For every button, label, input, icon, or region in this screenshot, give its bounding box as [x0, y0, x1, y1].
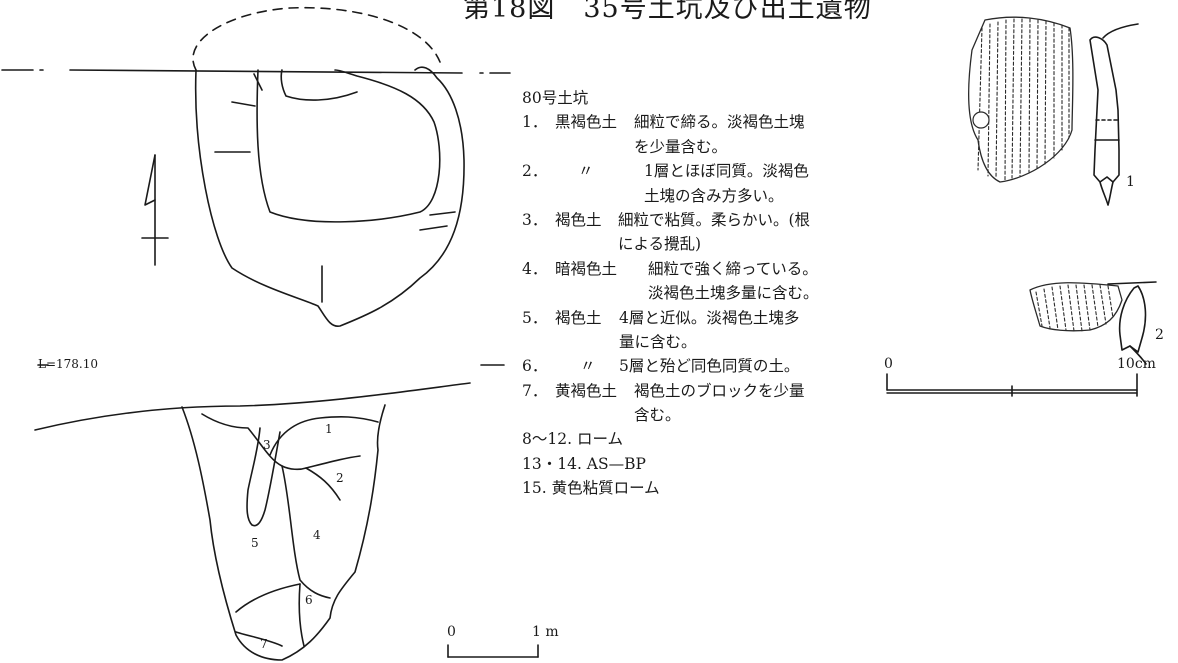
entry-soil: 暗褐色土 [555, 259, 618, 278]
north-arrow-icon [141, 154, 169, 266]
entry-description: 細粒で強く締っている。 [648, 259, 818, 278]
legend-entry: 3． 褐色土 細粒で粘質。柔らかい。(根 [522, 208, 810, 232]
entry-number: 4． [522, 259, 548, 278]
entry-description: 細粒で粘質。柔らかい。(根 [618, 210, 811, 229]
legend-entry: 7． 黄褐色土 褐色土のブロックを少量 [522, 379, 805, 403]
entry-soil: 黄褐色土 [555, 381, 618, 400]
artifact-scale-start: 0 [884, 356, 893, 372]
figure-title: 第18図 35号土坑及び出土遺物 [463, 0, 872, 24]
entry-description-cont: 量に含む。 [619, 332, 697, 351]
entry-description-cont: を少量含む。 [634, 137, 728, 156]
layer-label-2: 2 [336, 471, 344, 485]
entry-number: 2． [522, 162, 548, 181]
legend-entry: 1． 黒褐色土 細粒で締る。淡褐色土塊 [522, 110, 805, 134]
plan-dashed-extent [192, 6, 441, 71]
entry-number: 6． [522, 357, 548, 376]
feature-scale-end: 1 m [532, 624, 559, 640]
legend-extra: 15. 黄色粘質ローム [522, 479, 660, 498]
entry-number: 5． [522, 308, 548, 327]
entry-number: 3． [522, 210, 548, 229]
layer-label-6: 6 [305, 593, 313, 607]
entry-number: 1． [522, 113, 548, 132]
entry-soil: 褐色土 [555, 308, 602, 327]
legend-extra: 8～12. ローム [522, 430, 623, 449]
entry-description: 1層とほぼ同質。淡褐色 [644, 162, 809, 181]
layer-label-3: 3 [263, 438, 271, 452]
artifact-2-sherd [1029, 281, 1157, 365]
entry-description: 5層と殆ど同色同質の土。 [619, 357, 800, 376]
legend-extra: 13・14. AS—BP [522, 454, 646, 473]
section-ground-line [34, 382, 471, 431]
plan-section-line [69, 69, 463, 74]
legend-entry: 4． 暗褐色土 細粒で強く締っている。 [522, 257, 818, 281]
section-layer-boundaries [201, 413, 341, 501]
legend-entry: 2． 〃 1層とほぼ同質。淡褐色 [522, 159, 809, 183]
soil-layer-legend: 80号土坑 1． 黒褐色土 細粒で締る。淡褐色土塊 を少量含む。 2． 〃 1層… [522, 86, 819, 501]
entry-number: 7． [522, 381, 548, 400]
section-view [34, 364, 505, 661]
artifact-number-2: 2 [1155, 327, 1164, 343]
section-pit-outline [181, 404, 386, 661]
entry-description-cont: による攪乱) [618, 235, 702, 254]
plan-outline [194, 66, 465, 327]
level-elevation-label: L=178.10 [38, 357, 99, 371]
layer-label-7: 7 [260, 637, 268, 651]
entry-soil: 〃 [578, 162, 594, 181]
entry-soil: 〃 [580, 357, 596, 376]
entry-description-cont: 淡褐色土塊多量に含む。 [648, 284, 819, 303]
legend-entry: 6． 〃 5層と殆ど同色同質の土。 [522, 354, 799, 378]
legend-entry: 5． 褐色土 4層と近似。淡褐色土塊多 [522, 306, 799, 330]
legend-heading: 80号土坑 [522, 89, 589, 107]
artifact-number-1: 1 [1126, 174, 1135, 190]
plan-view [1, 6, 511, 327]
entry-soil: 黒褐色土 [555, 113, 618, 132]
entry-description-cont: 土塊の含み方多い。 [644, 186, 784, 205]
artifact-1-sherd [967, 16, 1139, 206]
layer-label-1: 1 [325, 422, 333, 436]
artifact-scale-bar [886, 373, 1138, 397]
layer-label-4: 4 [313, 528, 321, 542]
entry-description: 褐色土のブロックを少量 [634, 381, 805, 400]
plan-floor-outline [256, 69, 441, 223]
artifact-scale-end: 10cm [1117, 356, 1156, 372]
entry-description: 細粒で締る。淡褐色土塊 [634, 113, 805, 132]
entry-description-cont: 含む。 [634, 406, 681, 425]
feature-scale-start: 0 [447, 624, 456, 640]
feature-scale-bar [447, 644, 539, 658]
entry-description: 4層と近似。淡褐色土塊多 [619, 308, 800, 327]
layer-label-5: 5 [251, 536, 259, 550]
entry-soil: 褐色土 [555, 210, 602, 229]
